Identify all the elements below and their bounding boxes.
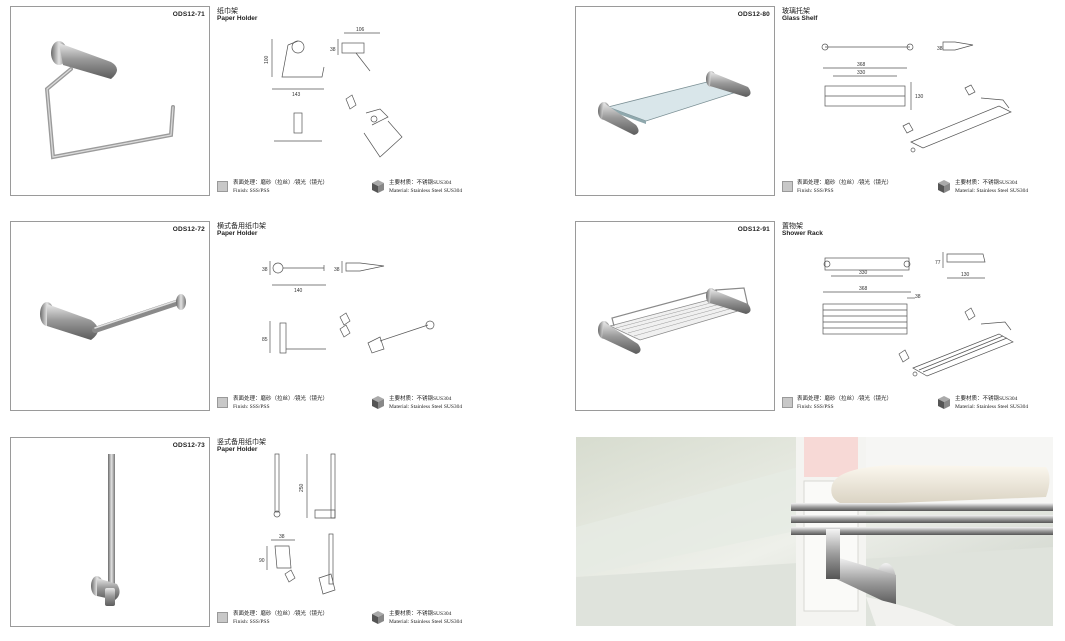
dim-label: 140 bbox=[294, 288, 303, 294]
dim-label: 38 bbox=[262, 267, 268, 273]
product-name-en: Paper Holder bbox=[217, 15, 258, 22]
dim-label: 106 bbox=[356, 27, 365, 33]
finish-en: Finish: SSS/PSS bbox=[797, 404, 834, 410]
finish-text: 表面处理：磨砂（拉丝）/镜光（镜光） Finish: SSS/PSS bbox=[233, 179, 328, 195]
dim-label: 130 bbox=[915, 94, 924, 100]
lifestyle-bathroom-photo bbox=[576, 437, 1053, 626]
dim-label: 38 bbox=[279, 534, 285, 540]
product-code: ODS12-80 bbox=[737, 11, 770, 18]
finish-swatch bbox=[782, 181, 793, 192]
dim-label: 100 bbox=[264, 55, 270, 64]
product-photo-ods12-73: ODS12-73 bbox=[10, 437, 210, 627]
finish-text: 表面处理：磨砂（拉丝）/镜光（镜光） Finish: SSS/PSS bbox=[233, 610, 328, 626]
technical-drawing: 38 368 330 130 bbox=[821, 41, 1012, 153]
finish-swatch bbox=[217, 181, 228, 192]
dim-label: 38 bbox=[915, 294, 921, 300]
material-cn: 主要材质：不锈钢SUS304 bbox=[389, 396, 452, 402]
material-en: Material: Stainless Steel SUS304 bbox=[389, 188, 463, 194]
dim-label: 130 bbox=[961, 272, 970, 278]
product-photo-ods12-71: ODS12-71 bbox=[10, 6, 210, 196]
product-code: ODS12-91 bbox=[737, 226, 770, 233]
dim-label: 77 bbox=[935, 260, 941, 266]
product-name-en: Paper Holder bbox=[217, 230, 258, 237]
dim-label: 90 bbox=[259, 558, 265, 564]
product-name-cn: 置物架 bbox=[782, 223, 803, 230]
product-name-en: Shower Rack bbox=[782, 230, 823, 237]
glass-shelf-image bbox=[598, 71, 751, 135]
finish-en: Finish: SSS/PSS bbox=[233, 619, 270, 625]
dim-label: 143 bbox=[292, 92, 301, 98]
product-name-en: Glass Shelf bbox=[782, 15, 818, 22]
dim-label: 38 bbox=[937, 46, 943, 52]
product-name-cn: 竖式备用纸巾架 bbox=[217, 439, 266, 446]
material-cn: 主要材质：不锈钢SUS304 bbox=[389, 611, 452, 617]
finish-cn: 表面处理：磨砂（拉丝）/镜光（镜光） bbox=[797, 396, 893, 402]
product-code: ODS12-73 bbox=[172, 442, 205, 449]
material-en: Material: Stainless Steel SUS304 bbox=[389, 404, 463, 410]
technical-drawing: 250 38 90 bbox=[259, 453, 336, 595]
dim-label: 368 bbox=[859, 286, 868, 292]
material-cn: 主要材质：不锈钢SUS304 bbox=[955, 180, 1018, 186]
product-name-cn: 纸巾架 bbox=[217, 8, 238, 15]
towel-rack-scene-image bbox=[576, 437, 1053, 626]
material-cube-icon bbox=[372, 180, 384, 193]
finish-swatch bbox=[782, 397, 793, 408]
dim-label: 368 bbox=[857, 62, 866, 68]
material-cube-icon bbox=[938, 180, 950, 193]
technical-drawing: 330 368 77 130 38 bbox=[822, 252, 1014, 377]
material-cn: 主要材质：不锈钢SUS304 bbox=[389, 180, 452, 186]
finish-cn: 表面处理：磨砂（拉丝）/镜光（镜光） bbox=[797, 180, 893, 186]
product-name-cn: 玻璃托架 bbox=[782, 8, 810, 15]
finish-cn: 表面处理：磨砂（拉丝）/镜光（镜光） bbox=[233, 180, 329, 186]
finish-swatch bbox=[217, 612, 228, 623]
product-name-en: Paper Holder bbox=[217, 446, 258, 453]
product-photo-ods12-72: ODS12-72 bbox=[10, 221, 210, 411]
product-name-cn: 横式备用纸巾架 bbox=[217, 223, 266, 230]
finish-cn: 表面处理：磨砂（拉丝）/镜光（镜光） bbox=[233, 396, 329, 402]
product-code: ODS12-72 bbox=[172, 226, 205, 233]
finish-en: Finish: SSS/PSS bbox=[233, 188, 270, 194]
dim-label: 330 bbox=[859, 270, 868, 276]
paper-holder-ring-image bbox=[44, 41, 175, 160]
material-en: Material: Stainless Steel SUS304 bbox=[955, 188, 1029, 194]
material-cube-icon bbox=[938, 396, 950, 409]
dim-label: 330 bbox=[857, 70, 866, 76]
finish-text: 表面处理：磨砂（拉丝）/镜光（镜光） Finish: SSS/PSS bbox=[233, 395, 328, 411]
finish-text: 表面处理：磨砂（拉丝）/镜光（镜光） Finish: SSS/PSS bbox=[797, 179, 892, 195]
finish-en: Finish: SSS/PSS bbox=[797, 188, 834, 194]
material-cn: 主要材质：不锈钢SUS304 bbox=[955, 396, 1018, 402]
dim-label: 85 bbox=[262, 337, 268, 343]
dim-label: 250 bbox=[299, 483, 305, 492]
material-en: Material: Stainless Steel SUS304 bbox=[389, 619, 463, 625]
shower-rack-image bbox=[598, 287, 751, 354]
finish-en: Finish: SSS/PSS bbox=[233, 404, 270, 410]
technical-drawing: 100 143 38 106 bbox=[264, 27, 403, 158]
technical-drawing: 38 140 38 85 bbox=[262, 261, 435, 354]
finish-swatch bbox=[217, 397, 228, 408]
finish-text: 表面处理：磨砂（拉丝）/镜光（镜光） Finish: SSS/PSS bbox=[797, 395, 892, 411]
product-code: ODS12-71 bbox=[172, 11, 205, 18]
product-photo-ods12-91: ODS12-91 bbox=[575, 221, 775, 411]
finish-cn: 表面处理：磨砂（拉丝）/镜光（镜光） bbox=[233, 611, 329, 617]
dim-label: 38 bbox=[330, 47, 336, 53]
product-photo-ods12-80: ODS12-80 bbox=[575, 6, 775, 196]
horizontal-paper-holder-image bbox=[40, 294, 186, 340]
dim-label: 38 bbox=[334, 267, 340, 273]
vertical-paper-holder-image bbox=[91, 454, 120, 606]
material-cube-icon bbox=[372, 396, 384, 409]
material-cube-icon bbox=[372, 611, 384, 624]
material-en: Material: Stainless Steel SUS304 bbox=[955, 404, 1029, 410]
